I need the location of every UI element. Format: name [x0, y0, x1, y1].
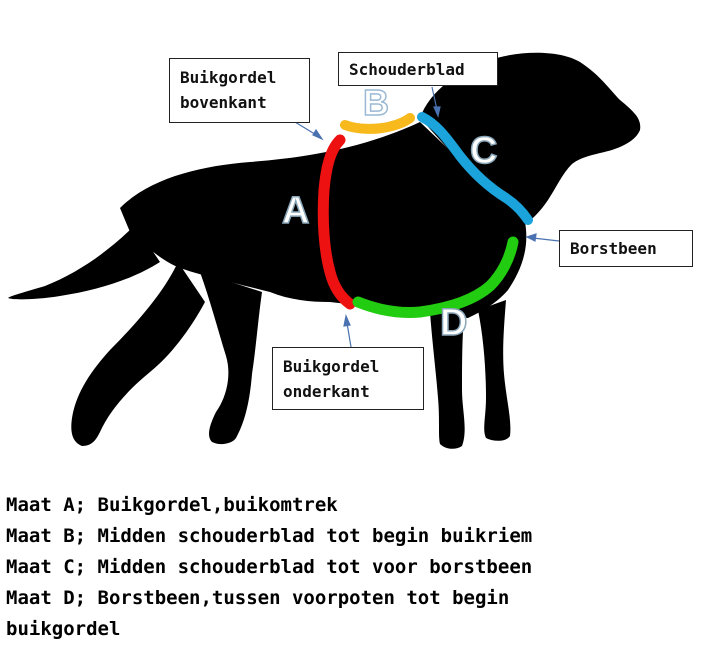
- arrow-belly-bottom: [346, 322, 352, 348]
- measure-a-line: [317, 134, 356, 310]
- letter-b: B: [362, 81, 390, 124]
- letter-c: C: [469, 129, 498, 173]
- arrowhead-shoulder: [433, 106, 441, 118]
- callout-belly-bottom: Buikgordel onderkant: [272, 347, 424, 410]
- callout-belly-top: Buikgordel bovenkant: [169, 58, 310, 123]
- callout-arrows: [294, 86, 560, 348]
- measure-b-line: [340, 113, 415, 134]
- legend-line-a: Maat A; Buikgordel,buikomtrek: [6, 494, 338, 516]
- measure-c-line: [417, 112, 533, 225]
- arrow-breastbone: [532, 237, 560, 242]
- arrowhead-breastbone: [525, 233, 537, 242]
- legend-line-d: Maat D; Borstbeen,tussen voorpoten tot b…: [6, 587, 510, 640]
- callout-breastbone: Borstbeen: [559, 230, 693, 267]
- arrowhead-belly-top: [312, 128, 324, 141]
- legend-line-c: Maat C; Midden schouderblad tot voor bor…: [6, 556, 533, 578]
- measurement-legend: Maat A; Buikgordel,buikomtrek Maat B; Mi…: [6, 490, 706, 645]
- callout-shoulder: Schouderblad: [338, 52, 498, 86]
- measure-d-line: [352, 236, 519, 318]
- letter-a: A: [281, 189, 310, 233]
- legend-line-b: Maat B; Midden schouderblad tot begin bu…: [6, 525, 533, 547]
- letter-d: D: [439, 301, 468, 345]
- arrow-shoulder: [431, 86, 438, 111]
- arrowhead-belly-bottom: [343, 314, 351, 327]
